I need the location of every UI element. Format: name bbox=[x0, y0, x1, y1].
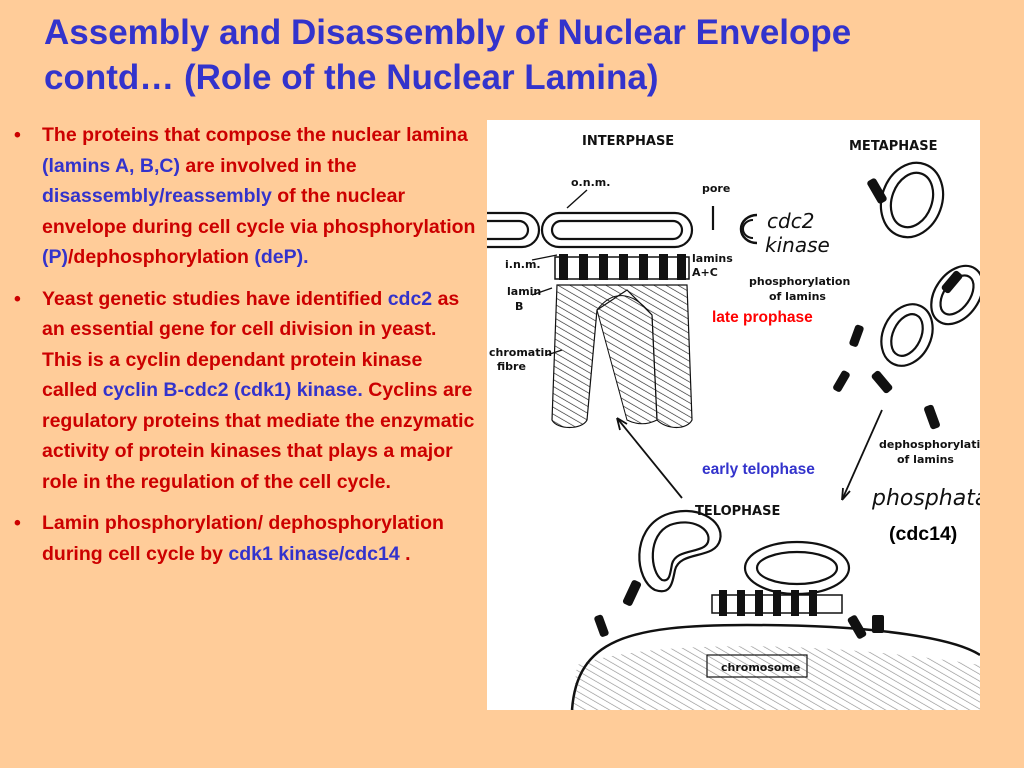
label-phos-2: of lamins bbox=[769, 290, 826, 303]
bullet-text-segment: cdk1 kinase/cdc14 bbox=[228, 542, 400, 565]
bullet-text-segment: are involved in the bbox=[179, 154, 357, 177]
title-line-1: Assembly and Disassembly of Nuclear Enve… bbox=[44, 13, 852, 52]
label-phosphatase: phosphatase bbox=[871, 486, 980, 511]
bullet-text-segment: as an essential gene for cell division i… bbox=[42, 287, 460, 402]
diagram-drawing: INTERPHASE METAPHASE TELOPHASE o.n.m. po… bbox=[487, 134, 980, 710]
slide-title: Assembly and Disassembly of Nuclear Enve… bbox=[44, 10, 1014, 100]
label-interphase: INTERPHASE bbox=[582, 134, 674, 149]
bullet-text-segment: Cyclins are regulatory proteins that med… bbox=[42, 379, 475, 493]
nuclear-envelope-diagram: INTERPHASE METAPHASE TELOPHASE o.n.m. po… bbox=[487, 120, 980, 710]
label-lamin-b-2: B bbox=[515, 300, 523, 313]
bullet-dot-icon: • bbox=[14, 287, 21, 310]
label-metaphase: METAPHASE bbox=[849, 139, 937, 154]
label-lamins-ac-1: lamins bbox=[692, 252, 733, 265]
bullet-text-segment: of the nuclear envelope during cell cycl… bbox=[42, 185, 476, 238]
label-onm: o.n.m. bbox=[571, 176, 610, 189]
label-kinase: kinase bbox=[765, 233, 830, 257]
bullet-text-segment: Yeast genetic studies have identified bbox=[42, 287, 388, 310]
bullet-item: • The proteins that compose the nuclear l… bbox=[14, 120, 476, 273]
bullet-item: • Lamin phosphorylation/ dephosphorylatio… bbox=[14, 508, 476, 569]
label-lamin-b-1: lamin bbox=[507, 285, 541, 298]
label-inm: i.n.m. bbox=[505, 258, 541, 271]
label-dephos-1: dephosphorylation bbox=[879, 438, 980, 451]
bullet-text-segment: (lamins A, B,C) bbox=[42, 154, 180, 177]
early-telophase-label: early telophase bbox=[700, 461, 817, 479]
bullet-text-segment: /dephosphorylation bbox=[68, 246, 255, 268]
bullet-text-segment: Lamin phosphorylation/ dephosphorylation… bbox=[42, 512, 444, 565]
bullet-item: • Yeast genetic studies have identified c… bbox=[14, 284, 476, 498]
title-line-2: contd… (Role of the Nuclear Lamina) bbox=[44, 58, 659, 97]
label-phos-1: phosphorylation bbox=[749, 275, 850, 288]
cdc14-label: (cdc14) bbox=[889, 523, 958, 546]
bullet-text-segment: . bbox=[399, 542, 411, 565]
label-chromatin-1: chromatin bbox=[489, 346, 552, 359]
label-pore: pore bbox=[702, 182, 730, 195]
bullet-text-segment: cyclin B-cdc2 (cdk1) kinase. bbox=[102, 379, 363, 401]
bullet-dot-icon: • bbox=[14, 512, 21, 534]
bullet-dot-icon: • bbox=[14, 124, 21, 146]
label-cdc2: cdc2 bbox=[767, 209, 814, 233]
bullet-list: • The proteins that compose the nuclear l… bbox=[14, 120, 476, 580]
bullet-text-segment: (P) bbox=[42, 246, 68, 268]
late-prophase-label: late prophase bbox=[710, 309, 815, 327]
label-chromatin-2: fibre bbox=[497, 360, 526, 373]
bullet-text-segment: The proteins that compose the nuclear la… bbox=[42, 124, 468, 146]
label-telophase: TELOPHASE bbox=[695, 504, 780, 519]
bullet-text-segment: (deP). bbox=[254, 246, 309, 268]
label-chromosome: chromosome bbox=[721, 661, 800, 674]
bullet-text-segment: disassembly/reassembly bbox=[42, 185, 272, 207]
label-lamins-ac-2: A+C bbox=[692, 266, 718, 279]
label-dephos-2: of lamins bbox=[897, 453, 954, 466]
bullet-text-segment: cdc2 bbox=[387, 287, 433, 310]
